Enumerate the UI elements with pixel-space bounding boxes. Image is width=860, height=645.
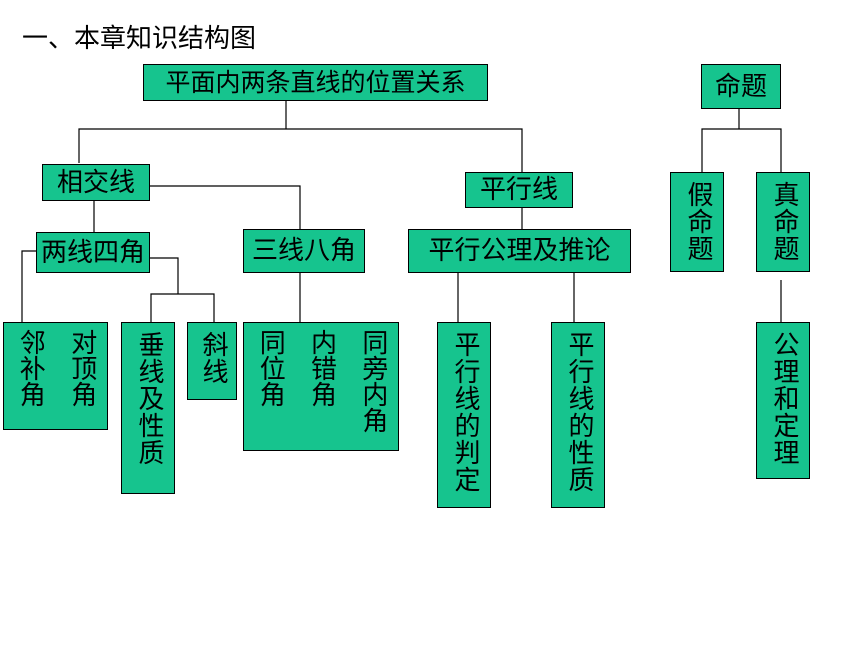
corresponding-angles-label: 同位角 — [255, 329, 286, 407]
three-lines-eight-angles-node: 三线八角 — [243, 229, 365, 273]
true-proposition-label: 真命题 — [768, 181, 799, 262]
perpendicular-node: 垂线及性质 — [121, 322, 175, 494]
parallel-axiom-label: 平行公理及推论 — [428, 236, 611, 266]
root-label: 平面内两条直线的位置关系 — [165, 68, 466, 97]
intersecting-lines-node: 相交线 — [42, 164, 150, 201]
eight-angles-node: 同旁内角 内错角 同位角 — [243, 322, 399, 451]
parallel-lines-node: 平行线 — [465, 172, 573, 208]
parallel-properties-node: 平行线的性质 — [551, 322, 605, 508]
vertical-angles-label: 对顶角 — [66, 329, 97, 407]
intersecting-lines-label: 相交线 — [56, 167, 135, 198]
parallel-lines-label: 平行线 — [479, 175, 558, 205]
root-node: 平面内两条直线的位置关系 — [143, 64, 488, 101]
parallel-axiom-node: 平行公理及推论 — [408, 229, 631, 273]
false-proposition-node: 假命题 — [670, 172, 724, 272]
adjacent-supplementary-angles-label: 邻补角 — [15, 329, 46, 407]
two-lines-four-angles-label: 两线四角 — [40, 237, 145, 268]
parallel-criteria-label: 平行线的判定 — [449, 331, 480, 493]
axioms-theorems-node: 公理和定理 — [756, 322, 810, 479]
proposition-label: 命题 — [714, 71, 767, 102]
same-side-interior-angles-label: 同旁内角 — [357, 329, 388, 433]
alternate-interior-angles-label: 内错角 — [306, 329, 337, 407]
true-proposition-node: 真命题 — [756, 172, 810, 272]
false-proposition-label: 假命题 — [682, 181, 713, 262]
page-title: 一、本章知识结构图 — [22, 24, 257, 54]
two-lines-four-angles-node: 两线四角 — [36, 232, 150, 273]
parallel-criteria-node: 平行线的判定 — [437, 322, 491, 508]
oblique-line-label: 斜线 — [197, 331, 228, 385]
axioms-theorems-label: 公理和定理 — [768, 331, 799, 466]
three-lines-eight-angles-label: 三线八角 — [251, 236, 356, 266]
parallel-properties-label: 平行线的性质 — [563, 331, 594, 493]
perpendicular-label: 垂线及性质 — [133, 331, 164, 466]
proposition-node: 命题 — [701, 64, 781, 109]
oblique-line-node: 斜线 — [187, 322, 237, 400]
vertical-and-adjacent-angles-node: 对顶角 邻补角 — [3, 322, 108, 430]
